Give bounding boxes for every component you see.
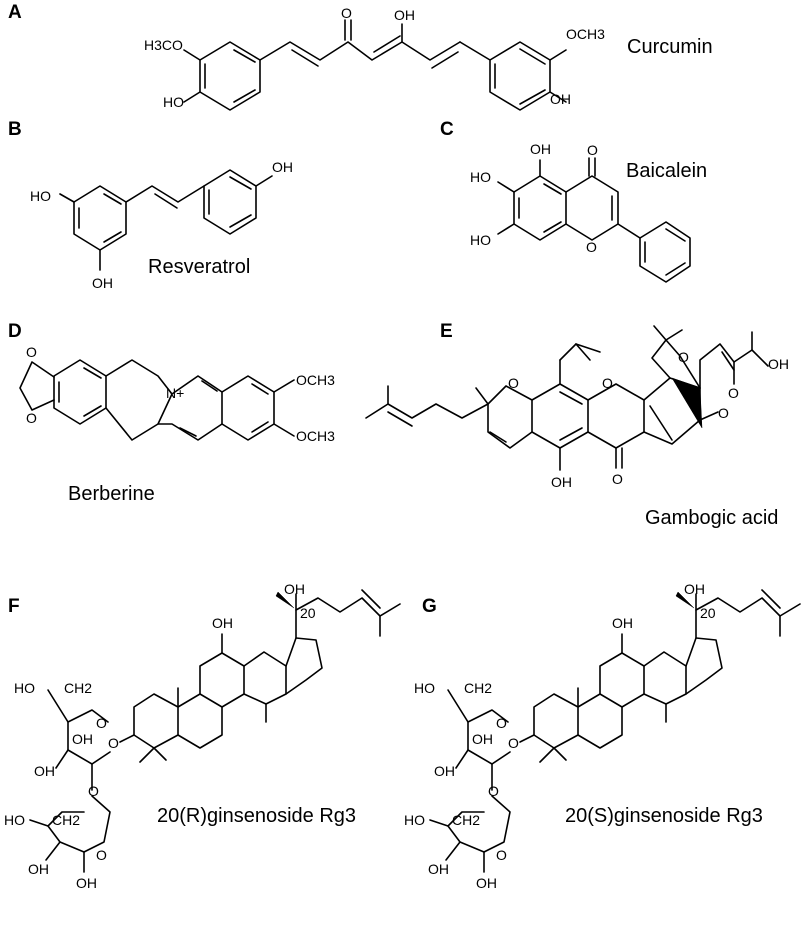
gambogic-o-xanth: O — [602, 375, 613, 391]
panel-g: G 20(S)ginsenoside Rg3 — [404, 581, 801, 891]
curcumin-och3: OCH3 — [566, 26, 605, 42]
ginsenoside-s-ho-ch2-1: HO — [414, 680, 435, 696]
ginsenoside-r-o-ring2: O — [96, 847, 107, 863]
ginsenoside-r-oh-c: OH — [28, 861, 49, 877]
resveratrol-oh-top: OH — [272, 159, 293, 175]
baicalein-label: Baicalein — [626, 160, 707, 182]
panel-g-letter: G — [422, 596, 437, 617]
panel-a: A Curcumin O OH H3CO OCH3 HO OH — [8, 2, 713, 111]
resveratrol-label: Resveratrol — [148, 256, 250, 278]
gambogic-o-ketone: O — [718, 405, 729, 421]
ginsenoside-r-oh20: OH — [284, 581, 305, 597]
ginsenoside-r-o-glyc: O — [108, 735, 119, 751]
curcumin-o-keto: O — [341, 5, 352, 21]
berberine-label: Berberine — [68, 483, 155, 505]
ginsenoside-s-oh-d: OH — [476, 875, 497, 891]
panel-f-letter: F — [8, 596, 20, 617]
ginsenoside-s-ho-ch2-2: HO — [404, 812, 425, 828]
ginsenoside-r-ho-ch2-2: HO — [4, 812, 25, 828]
berberine-och3-b: OCH3 — [296, 428, 335, 444]
ginsenoside-s-label: 20(S)ginsenoside Rg3 — [565, 805, 763, 827]
gambogic-acid-label: Gambogic acid — [645, 507, 778, 529]
panel-a-letter: A — [8, 2, 22, 23]
ginsenoside-r-label: 20(R)ginsenoside Rg3 — [157, 805, 356, 827]
baicalein-o-ring: O — [586, 239, 597, 255]
resveratrol-ho-left: HO — [30, 188, 51, 204]
berberine-och3-a: OCH3 — [296, 372, 335, 388]
curcumin-oh-enol: OH — [394, 7, 415, 23]
ginsenoside-r-o-link: O — [88, 783, 99, 799]
ginsenoside-s-oh20: OH — [684, 581, 705, 597]
ginsenoside-s-oh-b: OH — [434, 763, 455, 779]
ginsenoside-s-oh-c: OH — [428, 861, 449, 877]
ginsenoside-s-o-ring2: O — [496, 847, 507, 863]
ginsenoside-s-o-ring1: O — [496, 715, 507, 731]
curcumin-structure — [183, 19, 567, 111]
ginsenoside-r-structure — [29, 589, 401, 873]
berberine-n-plus: N+ — [166, 385, 184, 401]
gambogic-cooh-o: O — [728, 385, 739, 401]
ginsenoside-s-c20: 20 — [700, 605, 716, 621]
ginsenoside-s-ch2-2: CH2 — [452, 812, 480, 828]
curcumin-oh: OH — [550, 91, 571, 107]
panel-b-letter: B — [8, 119, 22, 140]
ginsenoside-r-ch2-2: CH2 — [52, 812, 80, 828]
gambogic-o-pyran: O — [508, 375, 519, 391]
panel-f: F 20(R)ginsenoside Rg3 — [4, 581, 401, 891]
curcumin-label: Curcumin — [627, 36, 713, 58]
baicalein-ho6: HO — [470, 169, 491, 185]
gambogic-acid-structure — [365, 325, 769, 471]
berberine-o1: O — [26, 344, 37, 360]
baicalein-structure — [497, 157, 691, 283]
ginsenoside-s-o-link: O — [488, 783, 499, 799]
ginsenoside-r-oh12: OH — [212, 615, 233, 631]
ginsenoside-r-ch2-1: CH2 — [64, 680, 92, 696]
panel-e: E Gambogic acid — [365, 321, 789, 529]
panel-c-letter: C — [440, 119, 454, 140]
ginsenoside-s-structure — [429, 589, 801, 873]
ginsenoside-r-ho-ch2-1: HO — [14, 680, 35, 696]
ginsenoside-s-oh12: OH — [612, 615, 633, 631]
panel-d-letter: D — [8, 321, 22, 342]
baicalein-ho7: HO — [470, 232, 491, 248]
gambogic-o-quinone: O — [612, 471, 623, 487]
ginsenoside-s-o-glyc: O — [508, 735, 519, 751]
ginsenoside-r-oh-d: OH — [76, 875, 97, 891]
baicalein-oh5: OH — [530, 141, 551, 157]
ginsenoside-r-oh-a: OH — [72, 731, 93, 747]
baicalein-o-keto: O — [587, 142, 598, 158]
panel-e-letter: E — [440, 321, 453, 342]
resveratrol-oh-bottom: OH — [92, 275, 113, 291]
berberine-o2: O — [26, 410, 37, 426]
ginsenoside-r-oh-b: OH — [34, 763, 55, 779]
ginsenoside-s-oh-a: OH — [472, 731, 493, 747]
curcumin-h3co: H3CO — [144, 37, 183, 53]
gambogic-o-bridge: O — [678, 349, 689, 365]
berberine-structure — [19, 359, 295, 441]
panel-d: D Berberine O O N+ OCH3 OCH3 — [8, 321, 335, 505]
panel-b: B Resveratrol OH HO OH — [8, 119, 293, 291]
panel-c: C Baicalein OH O HO HO O — [440, 119, 707, 283]
ginsenoside-s-ch2-1: CH2 — [464, 680, 492, 696]
resveratrol-structure — [59, 169, 273, 271]
gambogic-oh: OH — [551, 474, 572, 490]
ginsenoside-r-c20: 20 — [300, 605, 316, 621]
curcumin-ho: HO — [163, 94, 184, 110]
gambogic-cooh-oh: OH — [768, 356, 789, 372]
ginsenoside-r-o-ring1: O — [96, 715, 107, 731]
